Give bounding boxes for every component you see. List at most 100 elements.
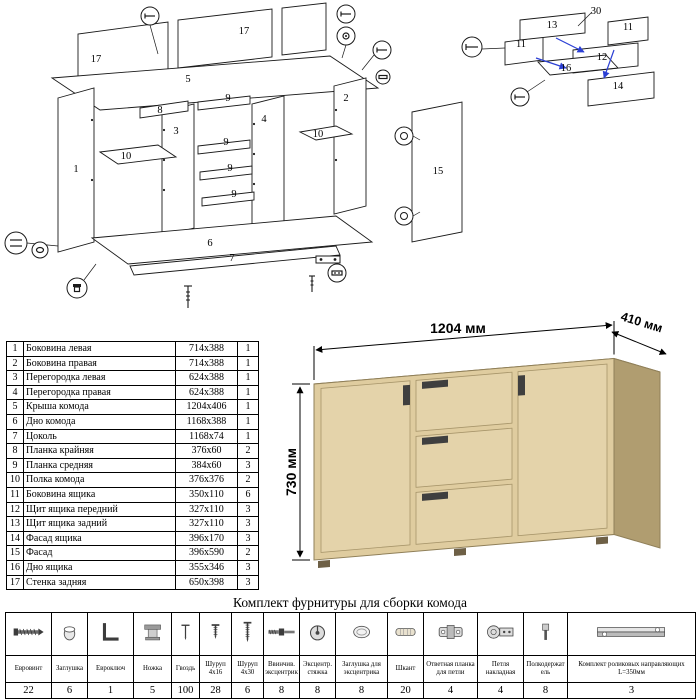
hardware-qty: 20	[387, 682, 424, 699]
part-name: Планка средняя	[23, 457, 176, 474]
part-label: 7	[229, 253, 234, 264]
right-door	[517, 363, 608, 537]
part-label: 17	[91, 54, 102, 65]
hardware-qty: 8	[523, 682, 568, 699]
part-qty: 3	[237, 559, 259, 576]
part-name: Щит ящика задний	[23, 516, 176, 532]
part-qty: 1	[237, 384, 259, 401]
height-dimension: 730 мм	[283, 383, 310, 561]
part-label: 30	[591, 6, 602, 17]
hardware-qty: 4	[477, 682, 524, 699]
part-size: 624x388	[175, 370, 238, 386]
hardware-icons-row	[5, 612, 696, 656]
hardware-name: Шуруп 4x16	[199, 655, 232, 683]
part-name: Боковина правая	[23, 355, 176, 372]
dowel-bolt-icon	[263, 612, 300, 656]
part-label: 11	[623, 22, 633, 33]
part-size: 714x388	[175, 355, 238, 372]
depth-label: 410 мм	[619, 309, 664, 335]
hardware-name: Евровинт	[5, 655, 52, 683]
drill-holes	[90, 108, 338, 192]
drawer-detail-panels	[504, 12, 655, 107]
hardware-qty: 1	[87, 682, 134, 699]
part-num: 12	[6, 501, 24, 518]
part-size: 350x110	[175, 486, 238, 503]
hardware-qty: 100	[171, 682, 200, 699]
hardware-name: Ножка	[133, 655, 172, 683]
carcass-panels	[50, 2, 463, 276]
dresser-front	[313, 357, 615, 561]
part-num: 15	[6, 545, 24, 561]
part-label: 4	[261, 114, 267, 125]
hardware-name: Шкант	[387, 655, 424, 683]
hinge-callouts	[394, 126, 421, 226]
leg-callout-icon	[66, 263, 97, 299]
part-size: 396x170	[175, 530, 238, 547]
part-qty: 2	[237, 443, 259, 459]
screw-callout-icon	[336, 4, 356, 24]
drawer-handle	[422, 435, 448, 445]
part-name: Планка крайняя	[23, 443, 176, 459]
part-label: 11	[516, 39, 526, 50]
hardware-qty: 8	[335, 682, 388, 699]
part-qty: 2	[237, 472, 259, 488]
part-qty: 1	[237, 341, 259, 357]
part-size: 650x398	[175, 574, 238, 591]
hardware-name: Ввинчив. эксцентрик	[263, 655, 300, 683]
hardware-name: Полкодержатель	[523, 655, 568, 683]
loose-screw-icon	[184, 285, 192, 308]
part-num: 8	[6, 443, 24, 459]
part-label: 9	[223, 137, 228, 148]
part-label: 6	[207, 238, 212, 249]
part-qty: 6	[237, 486, 259, 503]
part-label: 3	[173, 126, 178, 137]
part-label: 5	[185, 74, 190, 85]
part-label: 12	[597, 52, 608, 63]
product-rendering: 1204 мм 730 мм 410 мм	[283, 309, 667, 568]
depth-dimension: 410 мм	[611, 309, 667, 355]
door-handle	[518, 375, 525, 396]
angle-leader-line	[577, 11, 593, 27]
part-name: Щит ящика передний	[23, 501, 176, 518]
part-size: 714x388	[175, 341, 238, 357]
hardware-name: Шуруп 4x30	[231, 655, 264, 683]
part-label: 13	[547, 20, 558, 31]
part-qty: 2	[237, 545, 259, 561]
part-label: 16	[561, 63, 572, 74]
hardware-name: Заглушка для эксцентрика	[335, 655, 388, 683]
part-size: 327x110	[175, 501, 238, 518]
part-label: 2	[343, 93, 348, 104]
part-label: 10	[121, 151, 132, 162]
hardware-qty: 8	[263, 682, 300, 699]
drawer-front	[415, 371, 513, 432]
part-label: 9	[225, 93, 230, 104]
part-qty: 3	[237, 516, 259, 532]
part-label: 8	[157, 105, 162, 116]
hardware-qty: 8	[299, 682, 336, 699]
assembly-direction-arrows	[535, 37, 615, 79]
hinge-plate-icon	[423, 612, 478, 656]
part-qty: 3	[237, 457, 259, 474]
width-label: 1204 мм	[430, 320, 486, 336]
part-num: 10	[6, 472, 24, 488]
part-num: 14	[6, 530, 24, 547]
hardware-qty: 6	[51, 682, 88, 699]
part-qty: 3	[237, 574, 259, 591]
part-num: 13	[6, 516, 24, 532]
hardware-kit-title: Комплект фурнитуры для сборки комода	[232, 595, 467, 610]
